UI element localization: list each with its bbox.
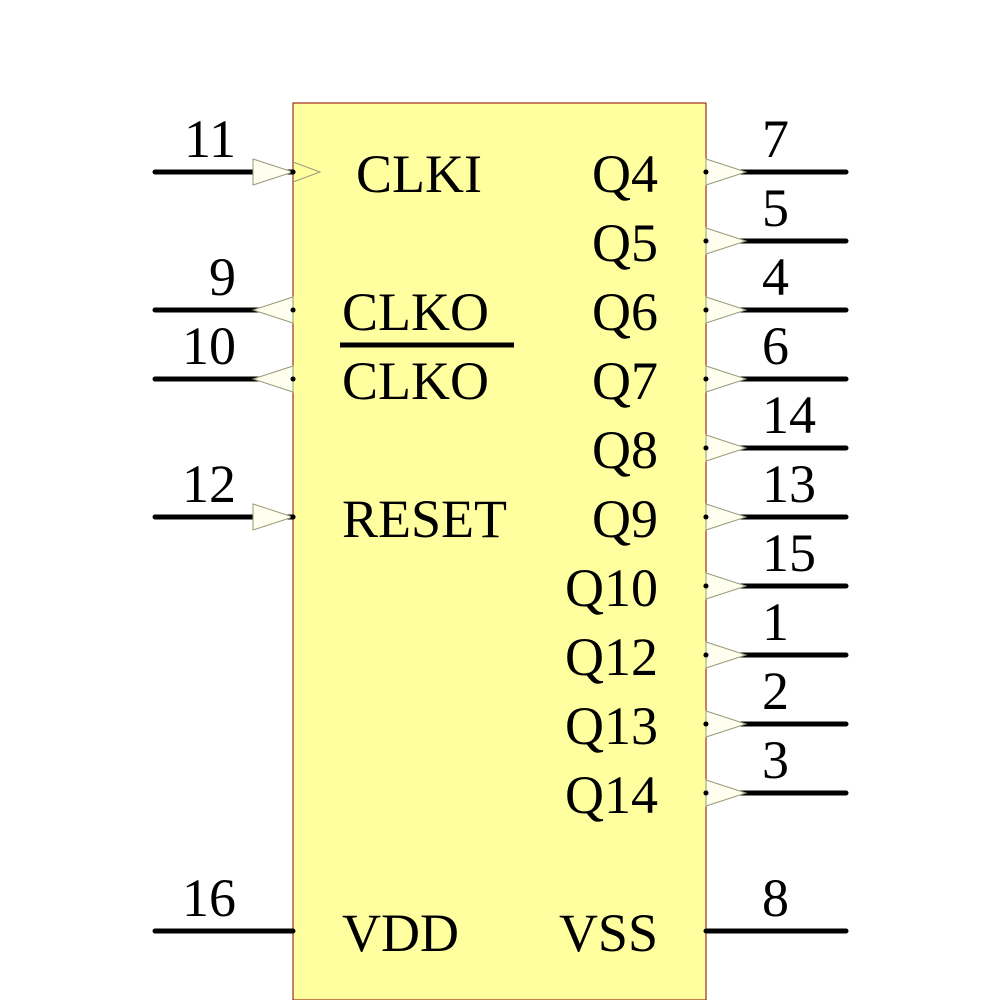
pin-3-output-arrow xyxy=(705,779,748,807)
pin-12-input-arrow xyxy=(252,503,295,531)
pin-6-dot xyxy=(703,376,709,382)
pin-4-output-arrow xyxy=(705,296,748,324)
pin-14-q8: 14 Q8 xyxy=(592,385,849,480)
pin-5-dot xyxy=(703,238,709,244)
pin-13-number: 13 xyxy=(762,454,816,514)
pin-16-vdd: 16 VDD xyxy=(152,868,459,963)
pin-11-dot xyxy=(290,169,296,175)
pin-13-dot xyxy=(703,514,709,520)
pin-8-number: 8 xyxy=(762,868,789,928)
pin-4-label: Q6 xyxy=(592,282,658,342)
pin-1-q12: 1 Q12 xyxy=(565,592,849,687)
pin-2-number: 2 xyxy=(762,661,789,721)
pin-15-q10: 15 Q10 xyxy=(565,523,849,618)
pin-7-number: 7 xyxy=(762,109,789,169)
pin-7-dot xyxy=(703,169,709,175)
pin-4-number: 4 xyxy=(762,247,789,307)
pin-14-label: Q8 xyxy=(592,420,658,480)
pin-3-number: 3 xyxy=(762,730,789,790)
pin-8-vss: 8 VSS xyxy=(559,868,849,963)
pin-12-dot xyxy=(290,514,296,520)
pin-16-number: 16 xyxy=(182,868,236,928)
pin-1-output-arrow xyxy=(705,641,748,669)
pin-13-q9: 13 Q9 xyxy=(592,454,849,549)
pin-1-number: 1 xyxy=(762,592,789,652)
pin-4-q6: 4 Q6 xyxy=(592,247,849,342)
pin-2-output-arrow xyxy=(705,710,748,738)
pin-14-number: 14 xyxy=(762,385,816,445)
pin-12-reset: 12 RESET xyxy=(152,454,507,549)
pin-6-output-arrow xyxy=(705,365,748,393)
pin-2-q13: 2 Q13 xyxy=(565,661,849,756)
pin-3-label: Q14 xyxy=(565,765,658,825)
pin-14-dot xyxy=(703,445,709,451)
pin-2-label: Q13 xyxy=(565,696,658,756)
pin-11-label: CLKI xyxy=(356,144,482,204)
pin-9-dot xyxy=(290,307,296,313)
pin-5-number: 5 xyxy=(762,178,789,238)
pin-9-label: CLKO xyxy=(342,282,489,342)
pin-3-q14: 3 Q14 xyxy=(565,730,849,825)
pin-8-label: VSS xyxy=(559,903,658,963)
pin-11-clock-marker xyxy=(292,161,322,183)
pin-9-clko-bar: 9 CLKO xyxy=(152,247,514,348)
pin-15-number: 15 xyxy=(762,523,816,583)
pin-10-output-arrow xyxy=(251,365,294,393)
pin-5-output-arrow xyxy=(705,227,748,255)
pin-9-number: 9 xyxy=(209,247,236,307)
pin-5-q5: 5 Q5 xyxy=(592,178,849,273)
pin-13-label: Q9 xyxy=(592,489,658,549)
pin-3-dot xyxy=(703,790,709,796)
ic-body xyxy=(292,102,707,1000)
pin-1-label: Q12 xyxy=(565,627,658,687)
pin-12-number: 12 xyxy=(182,454,236,514)
pin-12-label: RESET xyxy=(342,489,507,549)
pin-7-label: Q4 xyxy=(592,144,658,204)
pin-16-label: VDD xyxy=(342,903,459,963)
pin-5-label: Q5 xyxy=(592,213,658,273)
pin-10-number: 10 xyxy=(182,316,236,376)
pin-6-q7: 6 Q7 xyxy=(592,316,849,411)
pin-2-dot xyxy=(703,721,709,727)
pin-10-label: CLKO xyxy=(342,351,489,411)
pin-13-output-arrow xyxy=(705,503,748,531)
pin-7-output-arrow xyxy=(705,158,748,186)
pin-6-label: Q7 xyxy=(592,351,658,411)
pin-7-q4: 7 Q4 xyxy=(592,109,849,204)
pin-15-dot xyxy=(703,583,709,589)
pin-10-dot xyxy=(290,376,296,382)
pin-15-label: Q10 xyxy=(565,558,658,618)
pin-15-output-arrow xyxy=(705,572,748,600)
pin-4-dot xyxy=(703,307,709,313)
pin-11-number: 11 xyxy=(184,109,236,169)
pin-6-number: 6 xyxy=(762,316,789,376)
pin-1-dot xyxy=(703,652,709,658)
pin-9-output-arrow xyxy=(251,296,294,324)
pin-14-output-arrow xyxy=(705,434,748,462)
pin-11-input-arrow xyxy=(252,158,295,186)
pin-11-clki: 11 CLKI xyxy=(152,109,482,204)
pin-10-clko: 10 CLKO xyxy=(152,316,489,411)
